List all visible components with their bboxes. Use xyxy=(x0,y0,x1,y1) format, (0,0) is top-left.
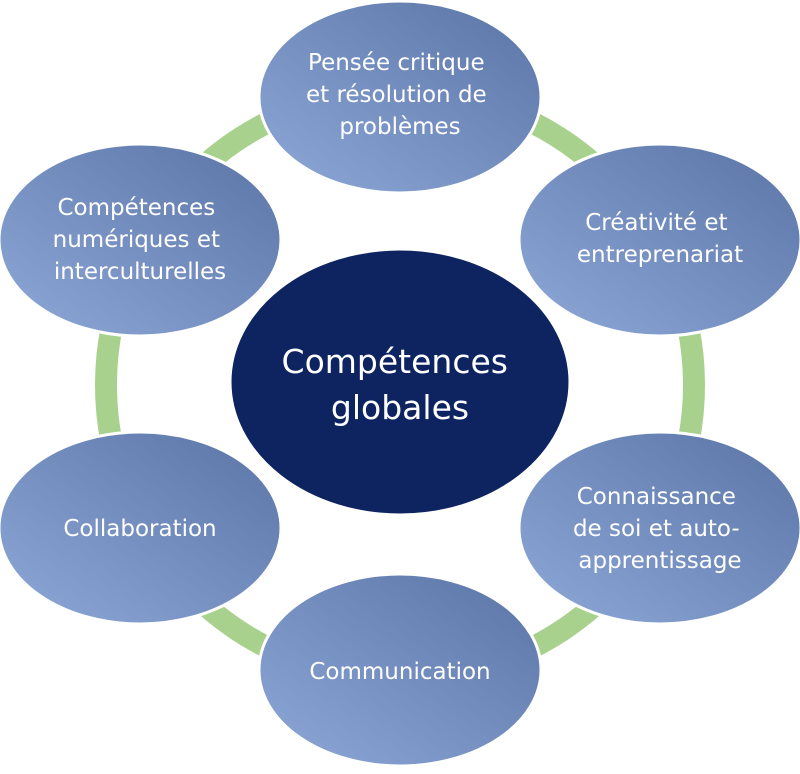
node-collaboration[interactable]: Collaboration xyxy=(0,430,283,626)
node-creativite-shape xyxy=(517,142,800,338)
node-connaissance-de-soi-shape xyxy=(517,430,800,626)
node-competences-numeriques[interactable]: Compétences numériques et interculturell… xyxy=(0,142,283,338)
node-pensee-critique-shape xyxy=(257,0,543,195)
node-label-line: de soi et auto- xyxy=(573,516,740,542)
node-label-line: Connaissance xyxy=(577,484,736,510)
node-pensee-critique-label: Pensée critique et résolution de problèm… xyxy=(306,50,494,140)
node-label-line: Compétences xyxy=(57,195,215,221)
node-label-line: Pensée critique xyxy=(308,50,485,76)
center-label-line: Compétences xyxy=(282,342,508,381)
node-competences-numeriques-shape xyxy=(0,142,283,338)
node-pensee-critique[interactable]: Pensée critique et résolution de problèm… xyxy=(257,0,543,195)
node-connaissance-de-soi-label: Connaissance de soi et auto- apprentissa… xyxy=(573,484,747,574)
node-collaboration-shape xyxy=(0,430,283,626)
node-creativite[interactable]: Créativité et entreprenariat xyxy=(517,142,800,338)
node-label-line: Collaboration xyxy=(63,516,216,542)
node-label-line: et résolution de xyxy=(306,82,487,108)
node-competences-numeriques-label: Compétences numériques et interculturell… xyxy=(53,195,228,285)
node-communication-shape xyxy=(257,572,543,768)
node-creativite-label: Créativité et entreprenariat xyxy=(577,210,743,268)
node-label-line: problèmes xyxy=(339,114,460,140)
node-label-line: numériques et xyxy=(53,227,220,253)
center-node-shape xyxy=(228,247,572,517)
node-label-line: entreprenariat xyxy=(577,242,743,268)
node-connaissance-de-soi[interactable]: Connaissance de soi et auto- apprentissa… xyxy=(517,430,800,626)
node-collaboration-label: Collaboration xyxy=(63,516,216,542)
node-communication-label: Communication xyxy=(309,659,490,685)
center-node-label: Compétences globales xyxy=(282,342,519,427)
node-label-line: apprentissage xyxy=(578,548,741,574)
node-label-line: Créativité et xyxy=(585,210,727,236)
center-node[interactable]: Compétences globales xyxy=(228,247,572,517)
node-communication[interactable]: Communication xyxy=(257,572,543,768)
center-label-line: globales xyxy=(331,388,469,427)
node-label-line: interculturelles xyxy=(54,259,226,285)
node-label-line: Communication xyxy=(309,659,490,685)
